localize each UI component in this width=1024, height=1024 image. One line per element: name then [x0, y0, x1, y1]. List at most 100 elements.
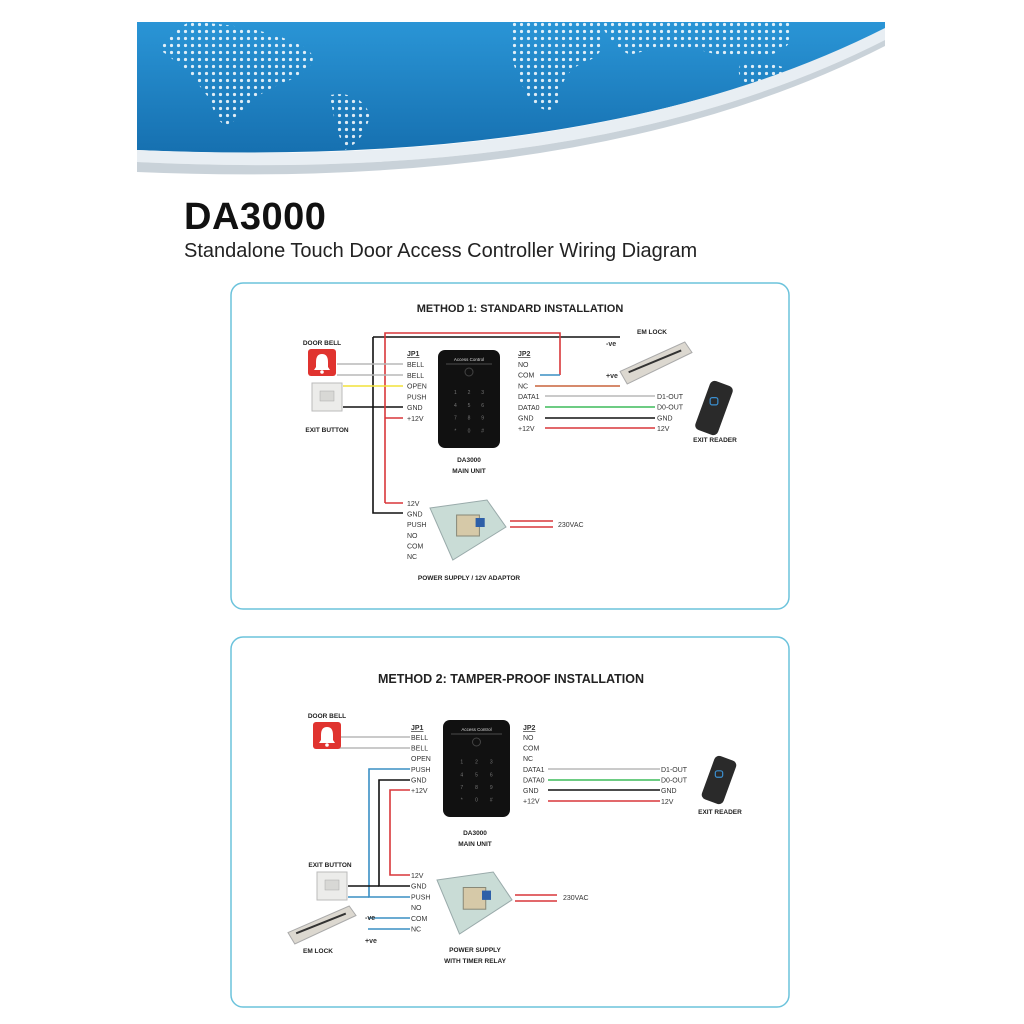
- jp1-pin: PUSH: [411, 767, 430, 774]
- em-lock-icon: [619, 341, 693, 385]
- jp1-pin: +12V: [407, 416, 424, 423]
- keypad-key: 4: [460, 772, 463, 778]
- keypad-key: 6: [490, 772, 493, 778]
- keypad-brand: Access Control: [461, 727, 491, 732]
- keypad-key: 4: [454, 403, 457, 409]
- method1-panel: [230, 282, 790, 610]
- psu-pin: PUSH: [411, 894, 430, 901]
- power-supply-icon: [436, 871, 513, 935]
- keypad-key: 5: [468, 403, 471, 409]
- keypad-key: 0: [475, 797, 478, 803]
- psu-pin: NC: [411, 927, 421, 934]
- jp2-pin: COM: [523, 746, 540, 753]
- jp2-pin: +12V: [518, 426, 535, 433]
- jp1-pin: BELL: [411, 746, 428, 753]
- exit-button-label: EXIT BUTTON: [308, 862, 352, 869]
- jp1-label: JP1: [411, 725, 424, 732]
- keypad-key: 6: [481, 403, 484, 409]
- page-title: DA3000: [184, 196, 327, 238]
- power-supply-label-2: WITH TIMER RELAY: [444, 958, 507, 965]
- keypad-key: #: [481, 428, 484, 434]
- main-unit-label: MAIN UNIT: [452, 468, 486, 475]
- exit-button-icon: [311, 382, 343, 412]
- keypad-key: 9: [490, 785, 493, 791]
- jp2-pin: DATA0: [523, 777, 545, 784]
- em-lock-neg-label: -ve: [365, 915, 375, 922]
- reader-pin: GND: [657, 415, 673, 422]
- psu-pin: GND: [407, 512, 423, 519]
- door-bell-label: DOOR BELL: [303, 340, 341, 347]
- wire-gnd: [378, 779, 410, 887]
- jp2-pin: DATA0: [518, 405, 540, 412]
- page-subtitle: Standalone Touch Door Access Controller …: [184, 240, 698, 262]
- jp1-pin: BELL: [407, 373, 424, 380]
- psu-pin: COM: [407, 543, 424, 550]
- keypad-key: 0: [468, 428, 471, 434]
- jp1-pin: PUSH: [407, 394, 426, 401]
- mains-label: 230VAC: [558, 522, 584, 529]
- wire-gnd-psu: [372, 337, 403, 514]
- wire-12v: [389, 789, 410, 876]
- reader-pin: D0-OUT: [657, 405, 684, 412]
- jp2-pin: NC: [523, 756, 533, 763]
- keypad-key: 8: [475, 785, 478, 791]
- method1-wires: [337, 332, 655, 528]
- method2-wires: [337, 736, 660, 930]
- keypad-key: 1: [454, 390, 457, 396]
- keypad-key: 2: [468, 390, 471, 396]
- bell-icon: [314, 354, 330, 370]
- jp1-pin: GND: [411, 777, 427, 784]
- psu-pin: NC: [407, 554, 417, 561]
- jp2-pin: NC: [518, 383, 528, 390]
- power-supply-icon: [429, 499, 507, 561]
- exit-reader-icon: [701, 755, 737, 805]
- jp2-pin: NO: [523, 735, 534, 742]
- psu-pin: NO: [411, 905, 422, 912]
- devices: Access Control 1 2 3 4 5 6 7 8 9 * 0 # Access Control…: [287, 341, 737, 945]
- jp1-pin: +12V: [411, 788, 428, 795]
- header-banner: [137, 22, 885, 175]
- keypad-key: #: [490, 797, 493, 803]
- exit-button-icon: [316, 871, 348, 901]
- keypad-key: 3: [490, 760, 493, 766]
- door-bell-icon: [313, 722, 341, 749]
- jp2-pin: GND: [523, 788, 539, 795]
- reader-pin: D1-OUT: [661, 767, 688, 774]
- psu-pin: 12V: [411, 873, 424, 880]
- jp1-pin: BELL: [411, 735, 428, 742]
- keypad-key: 3: [481, 390, 484, 396]
- exit-reader-icon: [695, 380, 733, 436]
- exit-reader-label: EXIT READER: [698, 809, 742, 816]
- power-supply-label: POWER SUPPLY: [449, 947, 501, 954]
- main-unit-model: DA3000: [457, 457, 481, 464]
- keypad-key: 7: [460, 785, 463, 791]
- jp2-label: JP2: [518, 351, 531, 358]
- jp1-label: JP1: [407, 351, 420, 358]
- psu-pin: PUSH: [407, 522, 426, 529]
- em-lock-label: EM LOCK: [637, 329, 667, 336]
- main-unit-label: MAIN UNIT: [458, 841, 492, 848]
- psu-pin: GND: [411, 884, 427, 891]
- exit-button-label: EXIT BUTTON: [305, 427, 349, 434]
- reader-pin: GND: [661, 788, 677, 795]
- keypad-key: 2: [475, 760, 478, 766]
- jp2-pin: NO: [518, 362, 529, 369]
- reader-pin: D1-OUT: [657, 394, 684, 401]
- world-map-dots: [160, 22, 793, 150]
- method2-title: METHOD 2: TAMPER-PROOF INSTALLATION: [378, 672, 644, 686]
- jp2-pin: DATA1: [523, 767, 545, 774]
- psu-pin: NO: [407, 533, 418, 540]
- keypad-key: 8: [468, 416, 471, 422]
- jp1-pin: OPEN: [407, 384, 427, 391]
- keypad-brand: Access Control: [454, 357, 484, 362]
- power-supply-label: POWER SUPPLY / 12V ADAPTOR: [418, 575, 521, 582]
- keypad-key: *: [454, 428, 456, 434]
- keypad-key: 9: [481, 416, 484, 422]
- mains-label: 230VAC: [563, 895, 589, 902]
- jp2-pin: COM: [518, 373, 535, 380]
- jp2-label: JP2: [523, 725, 536, 732]
- jp1-pin: OPEN: [411, 756, 431, 763]
- method2-panel: [230, 636, 790, 1008]
